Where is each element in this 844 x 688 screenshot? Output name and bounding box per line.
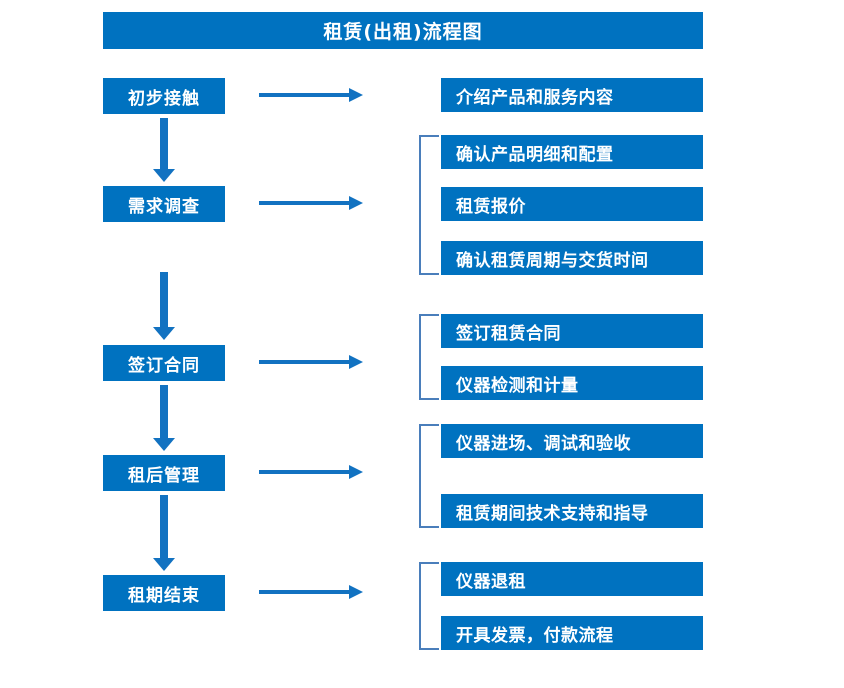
- arrow-shaft: [259, 590, 351, 594]
- arrow-head: [349, 585, 363, 599]
- stage-box-1[interactable]: 初步接触: [103, 78, 225, 114]
- horizontal-arrow-4: [259, 465, 363, 479]
- horizontal-arrow-2: [259, 196, 363, 210]
- stage-box-2[interactable]: 需求调查: [103, 186, 225, 222]
- arrow-head: [349, 88, 363, 102]
- group-bracket-2: [419, 135, 439, 275]
- arrow-head: [349, 355, 363, 369]
- detail-box-g2-2[interactable]: 租赁报价: [441, 187, 703, 221]
- horizontal-arrow-1: [259, 88, 363, 102]
- detail-box-g2-3[interactable]: 确认租赁周期与交货时间: [441, 241, 703, 275]
- vertical-arrow-3-4: [153, 385, 175, 451]
- arrow-head: [349, 196, 363, 210]
- horizontal-arrow-5: [259, 585, 363, 599]
- group-bracket-4: [419, 424, 439, 528]
- arrow-shaft: [160, 118, 168, 169]
- arrow-head: [153, 327, 175, 340]
- arrow-shaft: [160, 272, 168, 327]
- detail-box-g4-2[interactable]: 租赁期间技术支持和指导: [441, 494, 703, 528]
- arrow-head: [349, 465, 363, 479]
- detail-box-g5-2[interactable]: 开具发票，付款流程: [441, 616, 703, 650]
- group-bracket-5: [419, 562, 439, 650]
- stage-box-4[interactable]: 租后管理: [103, 455, 225, 491]
- chart-title: 租赁(出租)流程图: [103, 12, 703, 49]
- arrow-shaft: [160, 385, 168, 438]
- stage-box-5[interactable]: 租期结束: [103, 575, 225, 611]
- vertical-arrow-4-5: [153, 495, 175, 571]
- arrow-shaft: [259, 360, 351, 364]
- arrow-shaft: [259, 201, 351, 205]
- group-bracket-3: [419, 314, 439, 400]
- vertical-arrow-1-2: [153, 118, 175, 182]
- arrow-shaft: [259, 470, 351, 474]
- stage-box-3[interactable]: 签订合同: [103, 345, 225, 381]
- arrow-head: [153, 169, 175, 182]
- arrow-shaft: [160, 495, 168, 558]
- detail-box-g3-1[interactable]: 签订租赁合同: [441, 314, 703, 348]
- detail-box-g1-1[interactable]: 介绍产品和服务内容: [441, 78, 703, 112]
- detail-box-g2-1[interactable]: 确认产品明细和配置: [441, 135, 703, 169]
- arrow-head: [153, 558, 175, 571]
- detail-box-g4-1[interactable]: 仪器进场、调试和验收: [441, 424, 703, 458]
- detail-box-g5-1[interactable]: 仪器退租: [441, 562, 703, 596]
- detail-box-g3-2[interactable]: 仪器检测和计量: [441, 366, 703, 400]
- vertical-arrow-2-3: [153, 272, 175, 340]
- arrow-shaft: [259, 93, 351, 97]
- arrow-head: [153, 438, 175, 451]
- horizontal-arrow-3: [259, 355, 363, 369]
